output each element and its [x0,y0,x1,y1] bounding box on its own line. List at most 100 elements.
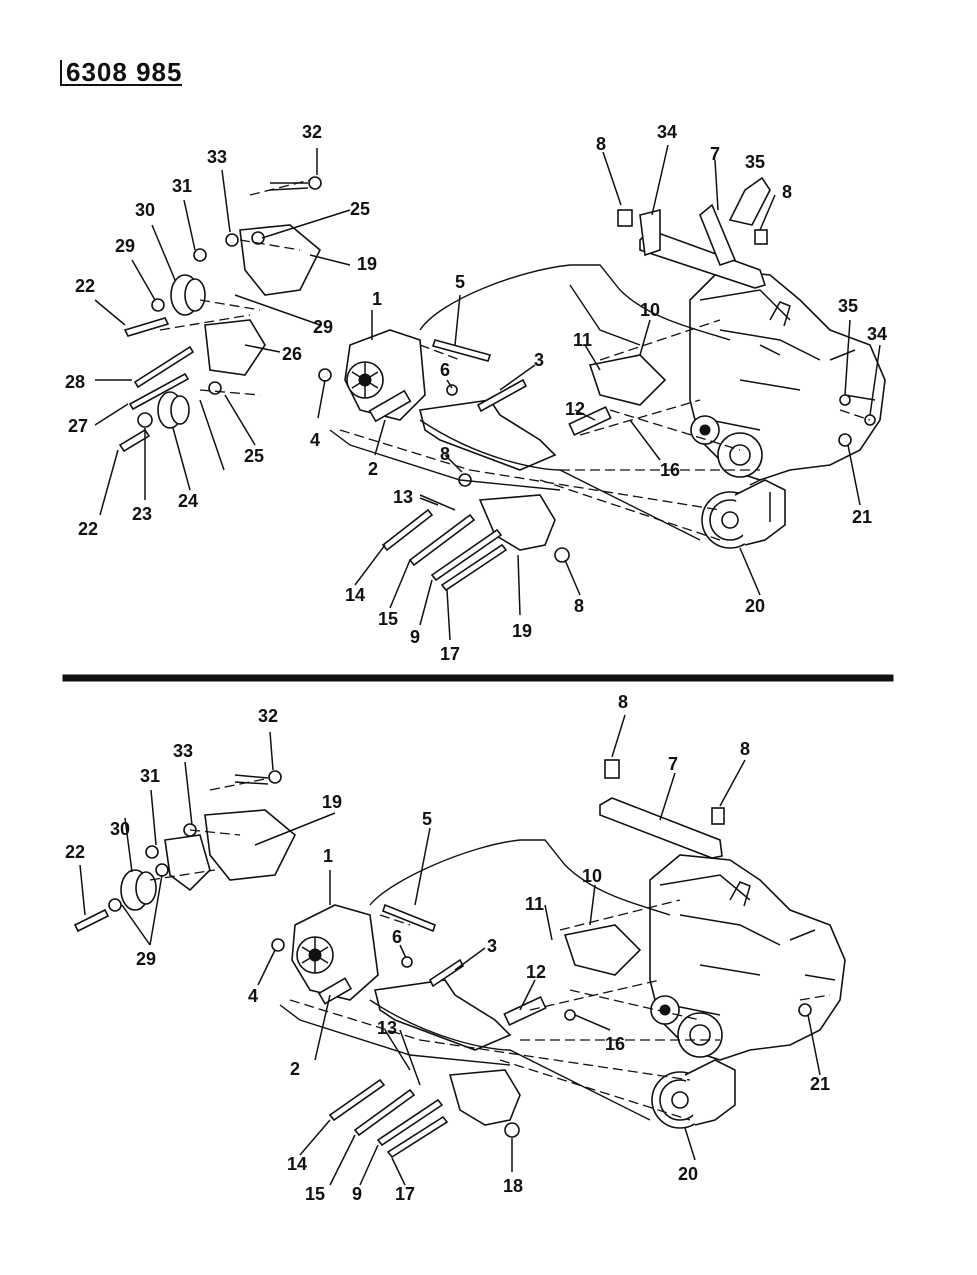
callout-19: 19 [322,792,342,812]
callout-31: 31 [172,176,192,196]
nut-21-bottom [798,1003,812,1017]
callout-5: 5 [422,809,432,829]
bolt-9-bottom [376,1098,444,1147]
bolt-22-bottom [73,908,110,933]
bottom-exploded-view [73,714,846,1186]
bracket-33-bottom [164,834,211,892]
callout-13: 13 [377,1018,397,1038]
section-divider [62,674,894,682]
part-35-top [728,176,771,226]
document-id: 6308 985 [60,59,183,86]
washer-23-top [137,412,153,428]
callout-5: 5 [455,272,465,292]
nut-32-bottom [268,770,282,784]
nut-21-top [838,433,852,447]
main-bracket-bottom [374,979,512,1051]
callout-30: 30 [110,819,130,839]
top-exploded-view [94,144,886,641]
callout-33: 33 [173,741,193,761]
callout-8: 8 [440,444,450,464]
bolt-31-bottom [145,845,159,859]
callout-23: 23 [132,504,152,524]
bolt-9-top [430,528,503,582]
bracket-10-bottom [563,924,642,976]
callout-9: 9 [410,627,420,647]
callout-11: 11 [573,330,592,350]
bolt-17-top [440,543,508,592]
callout-25: 25 [244,446,264,466]
nut-32-top [308,176,322,190]
callout-4: 4 [310,430,320,450]
bolt-3-top [476,378,528,413]
brace-bottom [599,797,723,859]
bolt-14-top [381,508,434,552]
callout-14: 14 [287,1154,307,1174]
callout-22: 22 [75,276,95,296]
callout-3: 3 [487,936,497,956]
callout-3: 3 [534,350,544,370]
callout-27: 27 [68,416,88,436]
callout-8: 8 [574,596,584,616]
callout-30: 30 [135,200,155,220]
bolt-14-bottom [328,1078,386,1122]
engine-block-bottom [649,854,846,1061]
callout-8: 8 [782,182,792,202]
callout-35: 35 [745,152,765,172]
callouts-top: 1 2 3 4 5 6 7 8 8 8 8 9 10 11 12 13 14 1… [65,122,887,664]
nut-16-bottom [564,1009,576,1021]
callout-10: 10 [582,866,602,886]
nut-6-top [446,384,458,396]
main-bracket-top [419,399,557,471]
bolt-22b-top [118,428,151,453]
bolt-33-top [225,233,239,247]
callout-2: 2 [368,459,378,479]
bolt-8a-bottom [604,759,620,779]
callout-13: 13 [393,487,413,507]
callout-7: 7 [710,144,720,164]
callout-32: 32 [302,122,322,142]
spacer-2-top [368,389,412,423]
callout-20: 20 [745,596,765,616]
callout-10: 10 [640,300,660,320]
callout-35: 35 [838,296,858,316]
callout-33: 33 [207,147,227,167]
engine-block-top [689,269,886,481]
bolt-8b-top [754,229,768,245]
callout-15: 15 [305,1184,325,1204]
bolt-15-top [408,513,476,567]
callout-34: 34 [867,324,887,344]
callout-2: 2 [290,1059,300,1079]
callout-31: 31 [140,766,160,786]
bolt-3-bottom [428,958,465,988]
callout-12: 12 [565,399,585,419]
washer-29a-bottom [108,898,122,912]
nut-4-bottom [271,938,285,952]
spacer-2-bottom [317,977,353,1005]
bracket-10-top [588,354,667,406]
callout-24: 24 [178,491,198,511]
callout-21: 21 [810,1074,830,1094]
bolt-18-bottom [504,1122,520,1138]
bolt-15-bottom [353,1088,416,1137]
callout-18: 18 [503,1176,523,1196]
callout-12: 12 [526,962,546,982]
callout-19: 19 [357,254,377,274]
callout-16: 16 [605,1034,625,1054]
callout-21: 21 [852,507,872,527]
callout-1: 1 [372,289,382,309]
callout-29: 29 [115,236,135,256]
callout-22: 22 [65,842,85,862]
callout-34: 34 [657,122,677,142]
bolt-5-top [431,339,492,362]
bolt-27-top [128,372,190,411]
callout-19: 19 [512,621,532,641]
bracket-26-top [204,319,266,376]
nut-4-top [318,368,332,382]
bolt-8b-bottom [711,807,725,825]
callout-28: 28 [65,372,85,392]
callout-11: 11 [525,894,544,914]
washer-29b-bottom [155,863,169,877]
callout-14: 14 [345,585,365,605]
hose-bracket-top [699,203,737,266]
